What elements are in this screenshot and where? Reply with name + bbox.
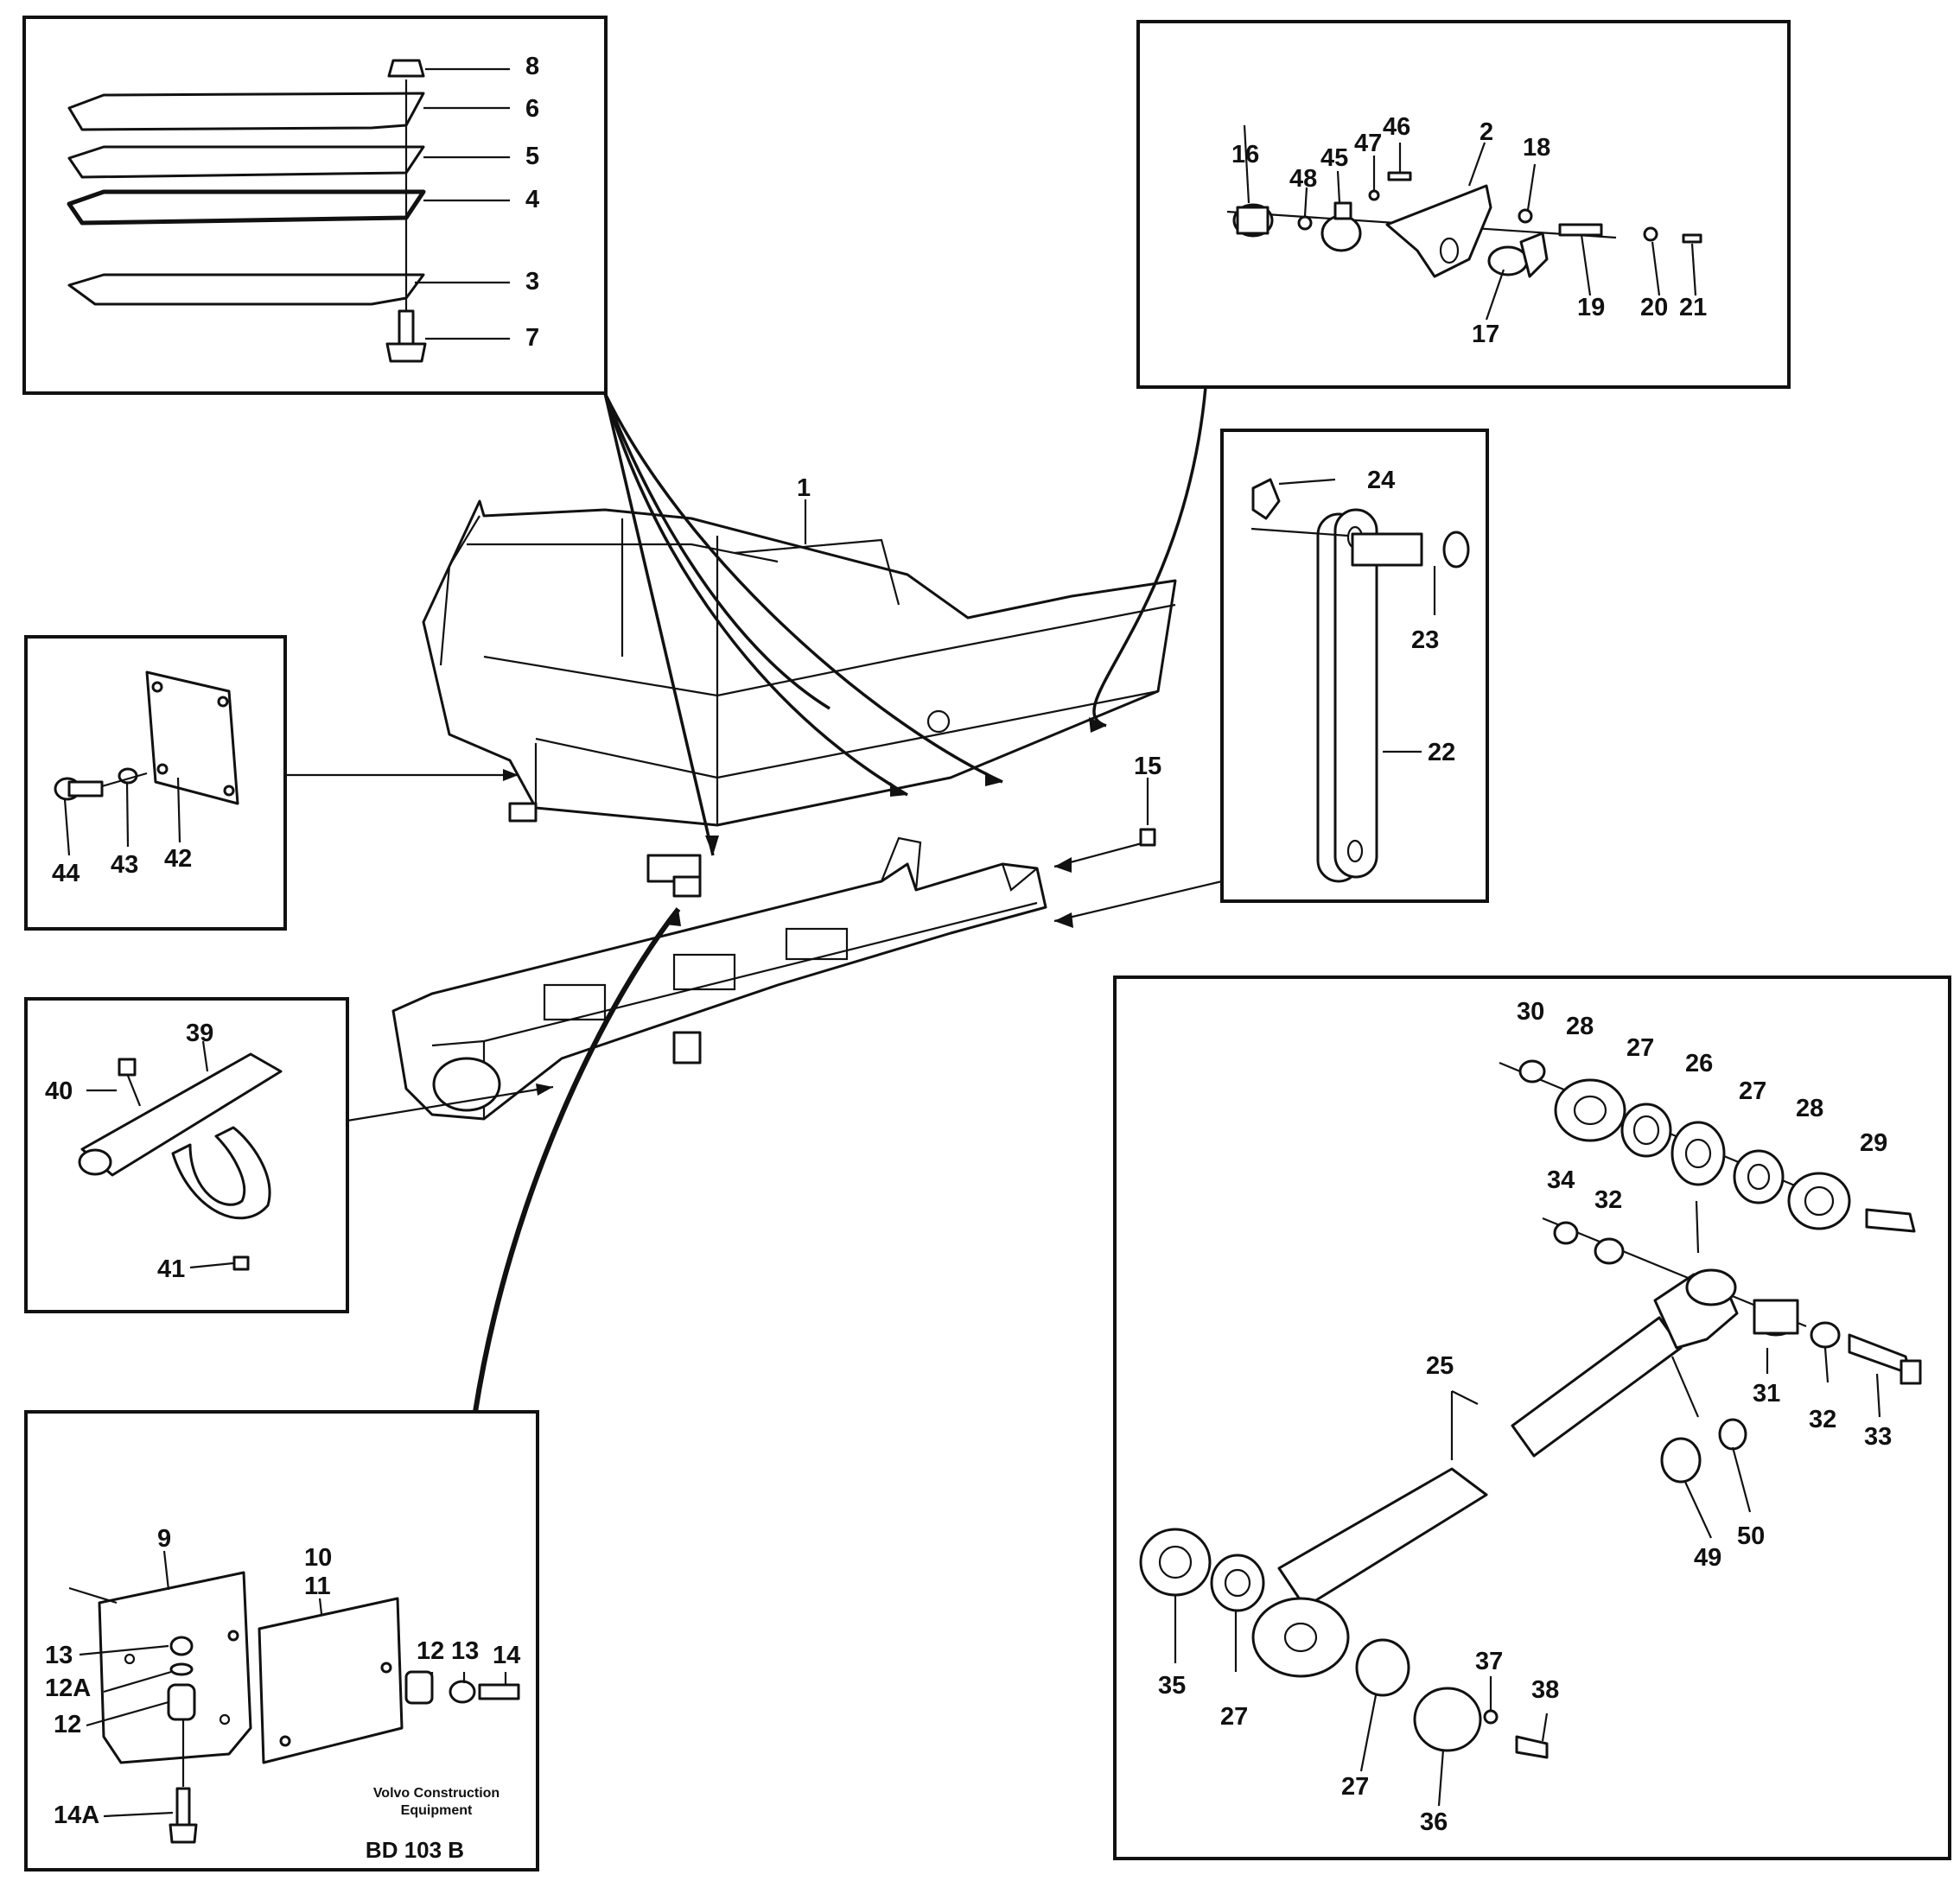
label-26: 26 bbox=[1685, 1050, 1713, 1077]
label-38: 38 bbox=[1531, 1676, 1559, 1704]
label-7: 7 bbox=[525, 324, 539, 352]
label-46: 46 bbox=[1383, 113, 1410, 141]
plates-stack bbox=[67, 59, 510, 363]
label-6: 6 bbox=[525, 95, 539, 123]
drawing-code: BD 103 B bbox=[366, 1837, 464, 1863]
label-45: 45 bbox=[1320, 144, 1348, 172]
label-10: 10 bbox=[304, 1544, 332, 1572]
label-5: 5 bbox=[525, 143, 539, 170]
label-27a: 27 bbox=[1626, 1034, 1654, 1062]
label-19: 19 bbox=[1577, 294, 1605, 321]
label-15: 15 bbox=[1134, 753, 1161, 780]
label-29: 29 bbox=[1860, 1129, 1887, 1157]
label-34: 34 bbox=[1547, 1166, 1575, 1194]
label-50: 50 bbox=[1737, 1522, 1765, 1550]
label-32b: 32 bbox=[1809, 1406, 1836, 1433]
label-48: 48 bbox=[1289, 165, 1317, 193]
label-12b: 12 bbox=[417, 1637, 444, 1665]
chassis-frame bbox=[391, 836, 1047, 1121]
publisher-line-2: Equipment bbox=[401, 1803, 473, 1818]
label-42: 42 bbox=[164, 845, 192, 873]
label-33: 33 bbox=[1864, 1423, 1892, 1451]
cover-plate-assembly bbox=[54, 670, 239, 856]
label-9: 9 bbox=[157, 1525, 171, 1553]
label-27d: 27 bbox=[1341, 1773, 1369, 1801]
publisher-line-1: Volvo Construction bbox=[373, 1786, 500, 1801]
label-12A: 12A bbox=[45, 1674, 91, 1702]
label-4: 4 bbox=[525, 186, 539, 213]
dump-body bbox=[422, 499, 1177, 898]
label-13b: 13 bbox=[451, 1637, 479, 1665]
part-labels: 8 6 5 4 3 7 16 48 45 47 46 2 18 17 19 20… bbox=[45, 53, 1892, 1836]
link-assembly bbox=[1250, 478, 1470, 883]
label-11: 11 bbox=[304, 1573, 331, 1600]
label-27c: 27 bbox=[1220, 1703, 1248, 1731]
label-12a: 12 bbox=[54, 1711, 81, 1738]
label-39: 39 bbox=[186, 1020, 213, 1047]
label-44: 44 bbox=[52, 860, 80, 887]
label-36: 36 bbox=[1420, 1808, 1448, 1836]
label-32a: 32 bbox=[1594, 1186, 1622, 1214]
label-14: 14 bbox=[493, 1642, 520, 1669]
label-43: 43 bbox=[111, 851, 138, 879]
label-3: 3 bbox=[525, 268, 539, 295]
label-40: 40 bbox=[45, 1077, 73, 1105]
rubber-mount-assembly bbox=[68, 1550, 520, 1844]
label-35: 35 bbox=[1158, 1672, 1186, 1700]
label-20: 20 bbox=[1640, 294, 1668, 321]
label-25: 25 bbox=[1426, 1352, 1454, 1380]
label-49: 49 bbox=[1694, 1544, 1721, 1572]
label-41: 41 bbox=[157, 1255, 185, 1283]
label-28a: 28 bbox=[1566, 1013, 1594, 1040]
cylinder-assembly bbox=[1139, 1059, 1922, 1807]
label-13a: 13 bbox=[45, 1642, 73, 1669]
label-24: 24 bbox=[1367, 467, 1395, 494]
label-27b: 27 bbox=[1739, 1077, 1766, 1105]
label-23: 23 bbox=[1411, 626, 1439, 654]
clamp-assembly bbox=[78, 1040, 283, 1271]
label-14A: 14A bbox=[54, 1802, 99, 1829]
label-8: 8 bbox=[525, 53, 539, 80]
label-16: 16 bbox=[1231, 141, 1259, 168]
lock-assembly bbox=[1226, 124, 1702, 321]
grease-nipple-15 bbox=[1139, 778, 1156, 847]
label-31: 31 bbox=[1753, 1380, 1780, 1408]
label-1: 1 bbox=[797, 474, 811, 502]
label-28b: 28 bbox=[1796, 1095, 1823, 1122]
label-17: 17 bbox=[1472, 321, 1499, 348]
label-2: 2 bbox=[1480, 118, 1493, 146]
label-37: 37 bbox=[1475, 1648, 1503, 1675]
label-21: 21 bbox=[1679, 294, 1707, 321]
label-47: 47 bbox=[1354, 130, 1382, 157]
label-18: 18 bbox=[1523, 134, 1550, 162]
label-22: 22 bbox=[1428, 739, 1455, 766]
label-30: 30 bbox=[1517, 998, 1544, 1026]
leader-connections bbox=[285, 386, 1223, 1413]
